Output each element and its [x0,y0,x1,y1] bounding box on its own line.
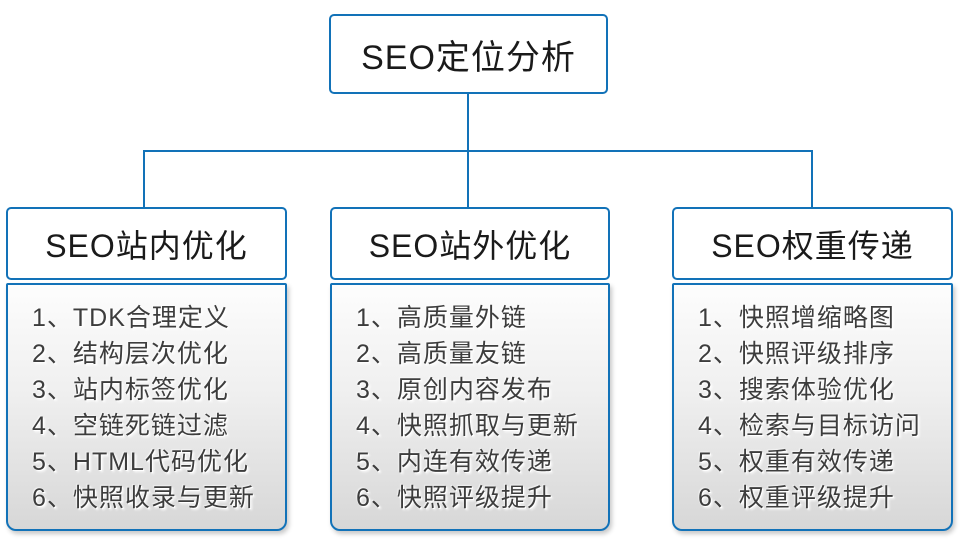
connector-drop-left [143,150,145,208]
branch-node-weight: SEO权重传递 [672,207,953,280]
list-panel-offsite: 1、高质量外链 2、高质量友链 3、原创内容发布 4、快照抓取与更新 5、内连有… [330,283,610,531]
list-item: 3、原创内容发布 [356,376,553,404]
list-item: 6、权重评级提升 [698,484,895,512]
list-item: 6、快照收录与更新 [32,484,255,512]
list-item: 6、快照评级提升 [356,484,553,512]
list-item: 4、快照抓取与更新 [356,412,579,440]
connector-root-stem [467,94,469,152]
list-item: 2、快照评级排序 [698,340,895,368]
list-item: 1、快照增缩略图 [698,304,895,332]
branch-title: SEO站外优化 [368,227,572,264]
list-item: 5、HTML代码优化 [32,448,249,476]
list-item: 2、结构层次优化 [32,340,229,368]
list-item: 1、高质量外链 [356,304,527,332]
connector-drop-center [467,150,469,208]
branch-node-onsite: SEO站内优化 [6,207,287,280]
branch-title: SEO站内优化 [45,227,248,264]
list-item: 2、高质量友链 [356,340,527,368]
list-panel-weight: 1、快照增缩略图 2、快照评级排序 3、搜索体验优化 4、检索与目标访问 5、权… [672,283,953,531]
branch-node-offsite: SEO站外优化 [330,207,610,280]
connector-horizontal [143,150,813,152]
connector-drop-right [811,150,813,208]
list-item: 4、检索与目标访问 [698,412,921,440]
list-item: 1、TDK合理定义 [32,304,230,332]
list-item: 5、内连有效传递 [356,448,553,476]
list-item: 3、站内标签优化 [32,376,229,404]
list-item: 4、空链死链过滤 [32,412,229,440]
list-panel-onsite: 1、TDK合理定义 2、结构层次优化 3、站内标签优化 4、空链死链过滤 5、H… [6,283,287,531]
root-node-title: SEO定位分析 [361,38,576,77]
branch-title: SEO权重传递 [711,227,914,264]
list-item: 3、搜索体验优化 [698,376,895,404]
root-node: SEO定位分析 [329,14,608,94]
list-item: 5、权重有效传递 [698,448,895,476]
